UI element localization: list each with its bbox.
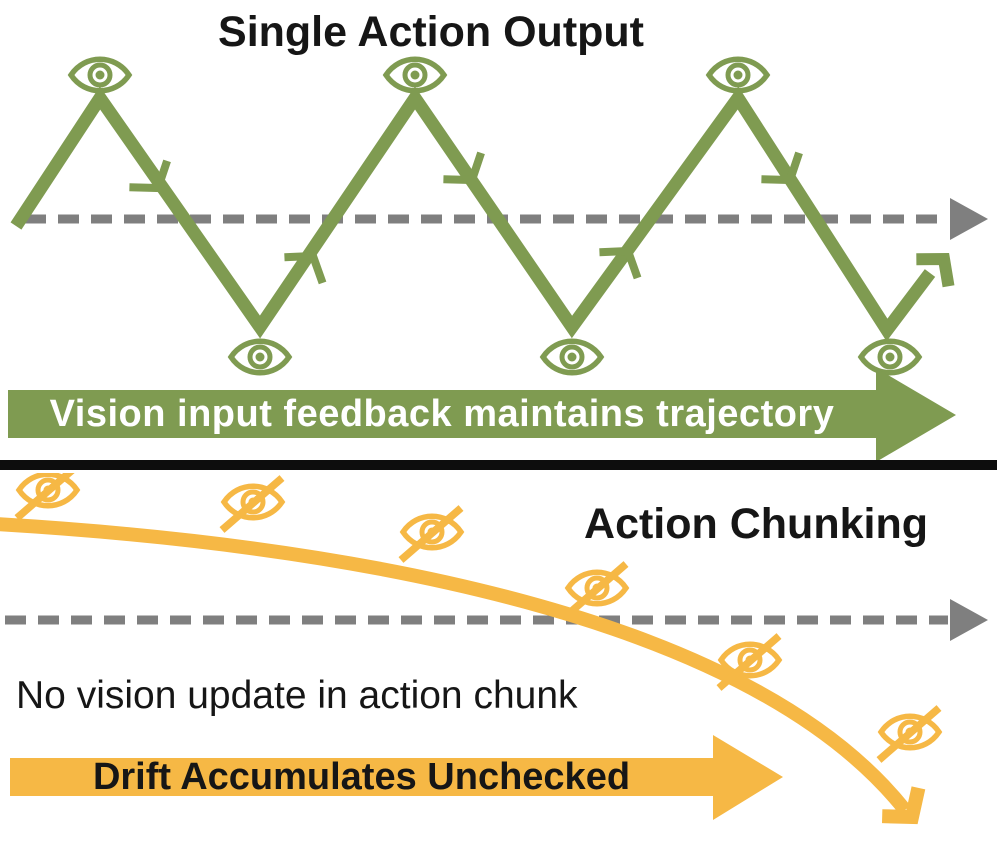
zigzag-trajectory-line bbox=[10, 86, 936, 342]
arrowhead-icon bbox=[916, 252, 955, 288]
drift-trajectory-curve bbox=[0, 517, 911, 815]
chevron-arrow-icon bbox=[284, 251, 327, 285]
chevron-arrow-icon bbox=[443, 151, 485, 185]
eye-slash-icon bbox=[566, 564, 626, 616]
drift-banner-arrow bbox=[10, 735, 783, 820]
eye-icon bbox=[543, 341, 601, 373]
arrowhead-icon bbox=[881, 786, 926, 825]
top-panel-title: Single Action Output bbox=[218, 8, 644, 56]
drift-banner-label: Drift Accumulates Unchecked bbox=[92, 756, 631, 798]
eye-slash-icon bbox=[401, 508, 461, 560]
bottom-panel-title: Action Chunking bbox=[584, 500, 928, 548]
arrowhead-icon bbox=[950, 198, 988, 240]
eye-icon bbox=[231, 341, 289, 373]
feedback-banner-label: Vision input feedback maintains trajecto… bbox=[49, 392, 835, 435]
eye-slash-icon bbox=[222, 478, 282, 530]
eye-slash-icon bbox=[879, 708, 939, 760]
top-panel-art bbox=[8, 0, 988, 460]
panel-divider bbox=[0, 460, 997, 470]
chevron-arrow-icon bbox=[761, 151, 803, 185]
eye-icon bbox=[386, 59, 444, 91]
bottom-panel-art bbox=[0, 473, 988, 825]
arrowhead-icon bbox=[950, 599, 988, 641]
chevron-arrow-icon bbox=[599, 246, 642, 280]
feedback-banner-arrow bbox=[8, 368, 956, 460]
no-vision-note: No vision update in action chunk bbox=[16, 674, 578, 717]
eye-icon bbox=[709, 59, 767, 91]
chevron-arrow-icon bbox=[129, 159, 171, 193]
eye-icon bbox=[71, 59, 129, 91]
eye-icon bbox=[861, 341, 919, 373]
eye-slash-icon bbox=[17, 473, 77, 518]
